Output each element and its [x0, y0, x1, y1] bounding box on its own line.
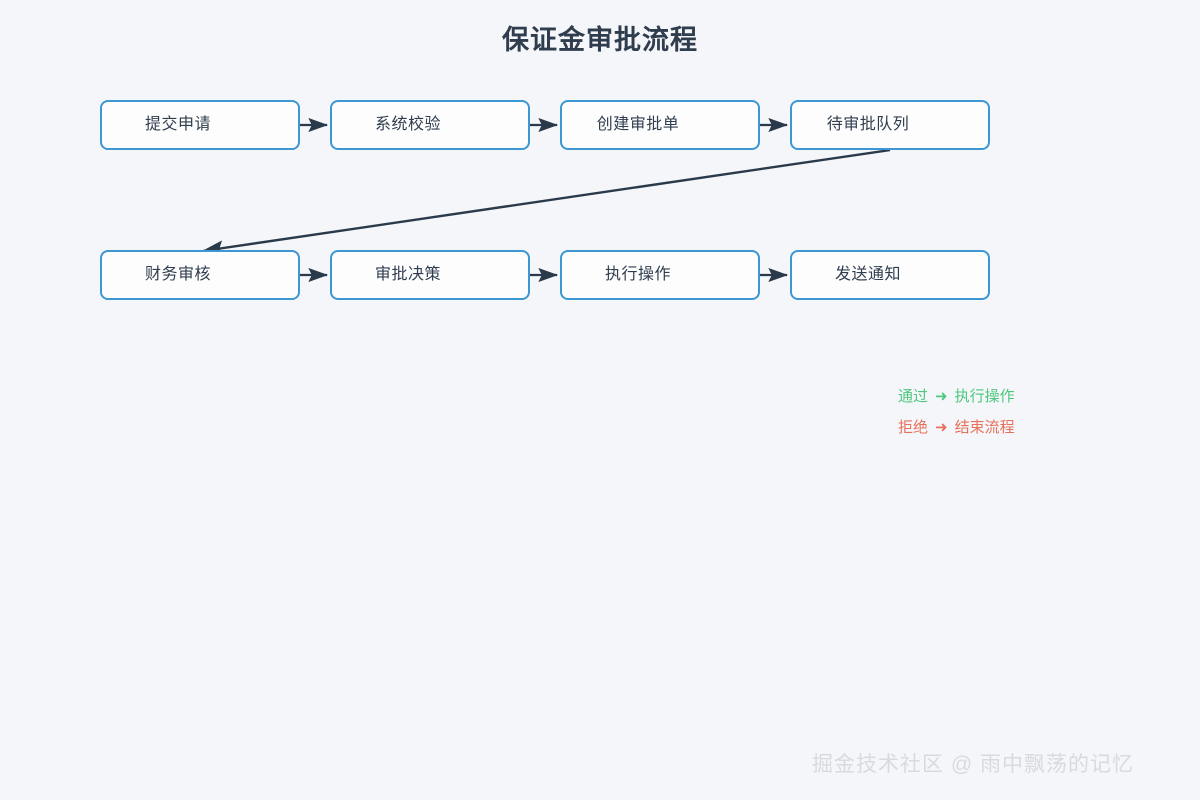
legend: 通过 ➜ 执行操作 拒绝 ➜ 结束流程: [898, 381, 1015, 443]
node-label: 提交申请: [144, 116, 211, 133]
watermark: 掘金技术社区 @ 雨中飘荡的记忆: [812, 753, 1134, 776]
node-pending-queue[interactable]: 待审批队列: [790, 100, 990, 150]
node-validate[interactable]: 系统校验: [330, 100, 530, 150]
legend-condition: 拒绝: [898, 419, 929, 436]
node-label: 系统校验: [374, 116, 441, 133]
arrow-right-icon: ➜: [935, 419, 948, 436]
edge-queue-finance: [201, 148, 891, 256]
node-submit[interactable]: 提交申请: [100, 100, 300, 150]
node-send-notification[interactable]: 发送通知: [790, 250, 990, 300]
node-approval-decision[interactable]: 审批决策: [330, 250, 530, 300]
node-finance-review[interactable]: 财务审核: [100, 250, 300, 300]
page-title: 保证金审批流程: [502, 25, 698, 55]
legend-row-pass: 通过 ➜ 执行操作: [898, 381, 1015, 412]
node-label: 财务审核: [144, 266, 211, 283]
node-label: 执行操作: [604, 266, 671, 283]
legend-result: 结束流程: [954, 419, 1015, 436]
legend-row-reject: 拒绝 ➜ 结束流程: [898, 412, 1015, 443]
node-execute-action[interactable]: 执行操作: [560, 250, 760, 300]
legend-result: 执行操作: [954, 388, 1015, 405]
legend-condition: 通过: [898, 388, 929, 405]
node-create-approval[interactable]: 创建审批单: [560, 100, 760, 150]
node-label: 发送通知: [834, 266, 901, 283]
node-label: 审批决策: [374, 266, 441, 283]
node-label: 待审批队列: [826, 116, 910, 133]
arrow-right-icon: ➜: [935, 388, 948, 405]
node-label: 创建审批单: [596, 116, 680, 133]
